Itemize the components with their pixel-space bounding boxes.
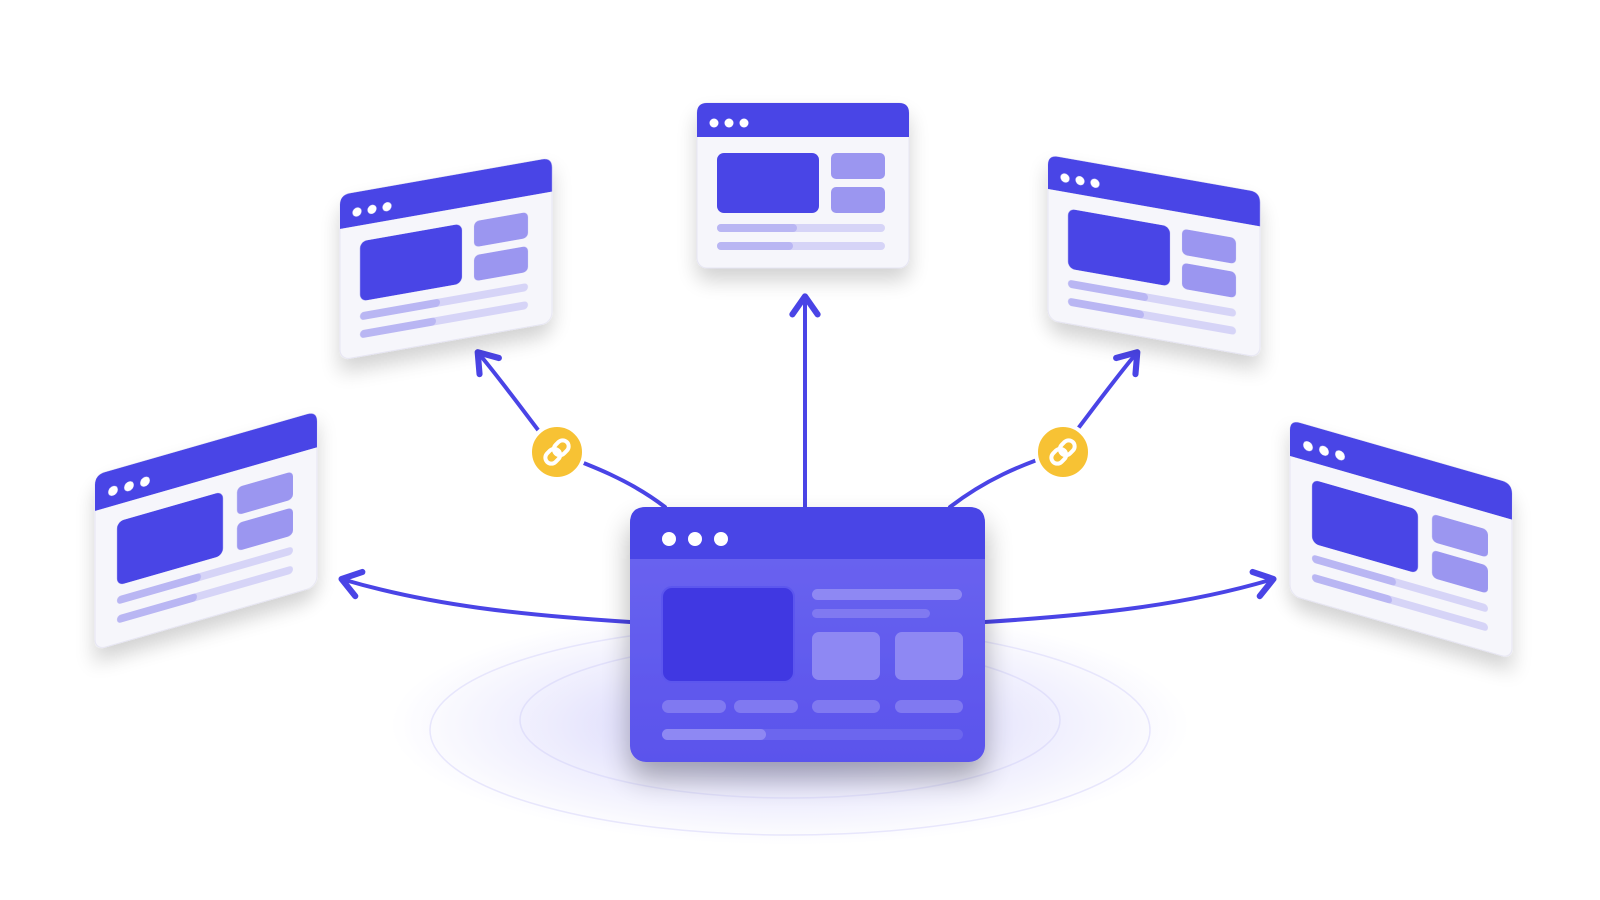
website-upper-right <box>1047 156 1261 357</box>
window-title-bar <box>697 103 909 137</box>
hub-hero-block <box>661 586 795 683</box>
text-line-highlight <box>717 242 793 250</box>
text-line-highlight <box>360 299 440 320</box>
link-icon <box>1049 438 1077 466</box>
main-website <box>630 507 985 762</box>
hub-chip <box>662 700 726 713</box>
link-icon <box>543 438 571 466</box>
side-block <box>237 472 293 515</box>
content-block <box>717 153 819 213</box>
window-dots-icon <box>352 202 392 217</box>
side-block <box>831 153 885 179</box>
content-block <box>117 493 223 584</box>
website-top <box>696 102 910 269</box>
arrow-to-website-upper-right <box>948 349 1141 509</box>
text-line-highlight <box>117 573 201 604</box>
text-line-highlight <box>1068 280 1148 301</box>
window-dots-icon <box>1060 173 1100 188</box>
hub-text-line <box>812 609 930 618</box>
website-far-right <box>1289 421 1513 657</box>
side-block <box>831 187 885 213</box>
window-dots-icon <box>662 532 728 546</box>
text-line-highlight <box>717 224 797 232</box>
hub-chip <box>812 700 880 713</box>
text-line-highlight <box>360 317 436 338</box>
arrow-to-website-far-right <box>983 568 1277 624</box>
content-block <box>1068 209 1170 286</box>
side-block <box>237 508 293 551</box>
side-block <box>1182 263 1236 298</box>
content-block <box>1312 481 1418 572</box>
text-line-highlight <box>117 593 197 623</box>
link-badge-right <box>1034 423 1092 481</box>
website-far-left <box>94 413 318 649</box>
hub-chip <box>734 700 798 713</box>
window-title-bar <box>340 159 552 229</box>
hub-card <box>812 632 880 680</box>
hub-chip <box>895 700 963 713</box>
hub-title-bar <box>630 507 985 559</box>
window-title-bar <box>1048 156 1260 227</box>
hub-text-line <box>812 589 962 600</box>
text-line-highlight <box>1312 574 1392 604</box>
content-block <box>360 224 462 301</box>
window-dots-icon <box>1303 441 1345 461</box>
text-line-highlight <box>1068 298 1144 319</box>
text-line-highlight <box>1312 555 1396 586</box>
window-title-bar <box>95 413 317 511</box>
website-upper-left <box>339 158 553 359</box>
side-block <box>1182 229 1236 264</box>
side-block <box>1432 514 1488 557</box>
window-dots-icon <box>108 476 150 496</box>
side-block <box>1432 550 1488 593</box>
window-dots-icon <box>709 118 749 128</box>
hub-progress-fill <box>662 729 766 740</box>
link-badge-left <box>528 423 586 481</box>
hub-body <box>630 507 985 762</box>
window-title-bar <box>1290 422 1512 520</box>
arrow-to-website-far-left <box>338 568 632 624</box>
side-block <box>474 246 528 281</box>
side-block <box>474 212 528 247</box>
hub-card <box>895 632 963 680</box>
